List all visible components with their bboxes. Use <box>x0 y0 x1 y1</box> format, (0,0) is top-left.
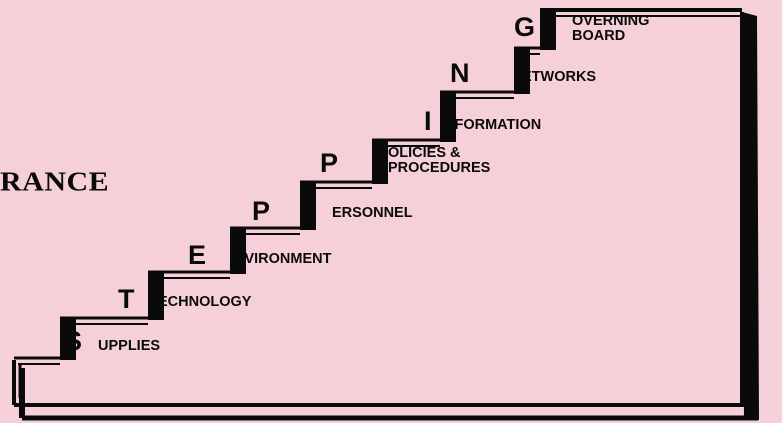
step-letter-7: N <box>450 58 470 88</box>
step-letter-8: G <box>514 12 536 42</box>
step-letter-3: E <box>188 240 207 270</box>
step-word-line: OVERNING <box>572 13 650 29</box>
step-word-line: PROCEDURES <box>388 160 491 177</box>
step-word-5: OLICIES &PROCEDURES <box>388 145 491 177</box>
step-letter-1: S <box>64 326 83 356</box>
step-word-2: ECHNOLOGY <box>158 294 252 310</box>
step-word-line: UPPLIES <box>98 338 161 354</box>
step-word-line: ETWORKS <box>522 69 597 85</box>
step-letter-5: P <box>320 148 339 178</box>
step-word-7: ETWORKS <box>522 69 597 85</box>
step-riser-5 <box>372 140 388 184</box>
step-word-4: ERSONNEL <box>332 205 413 221</box>
staircase-frame <box>14 12 744 407</box>
step-word-3: NVIRONMENT <box>234 251 332 267</box>
step-letter-6: I <box>424 106 432 136</box>
step-word-1: UPPLIES <box>98 338 161 354</box>
step-word-line: NFORMATION <box>444 117 542 133</box>
step-word-line: BOARD <box>572 28 626 45</box>
step-word-line: ECHNOLOGY <box>158 294 252 310</box>
step-riser-6 <box>440 92 456 142</box>
step-word-6: NFORMATION <box>444 117 542 133</box>
step-riser-1 <box>60 318 76 360</box>
step-word-line: NVIRONMENT <box>234 251 332 267</box>
step-riser-3 <box>230 228 246 274</box>
step-riser-2 <box>148 272 164 320</box>
step-letter-4: P <box>252 196 271 226</box>
staircase-right-wall <box>742 12 759 420</box>
step-riser-4 <box>300 182 316 230</box>
step-word-line: OLICIES & <box>388 145 461 161</box>
step-word-line: ERSONNEL <box>332 205 413 221</box>
step-riser-8 <box>540 10 556 50</box>
side-title: RANCE <box>0 166 110 197</box>
step-letter-2: T <box>118 284 135 314</box>
step-riser-7 <box>514 48 530 94</box>
